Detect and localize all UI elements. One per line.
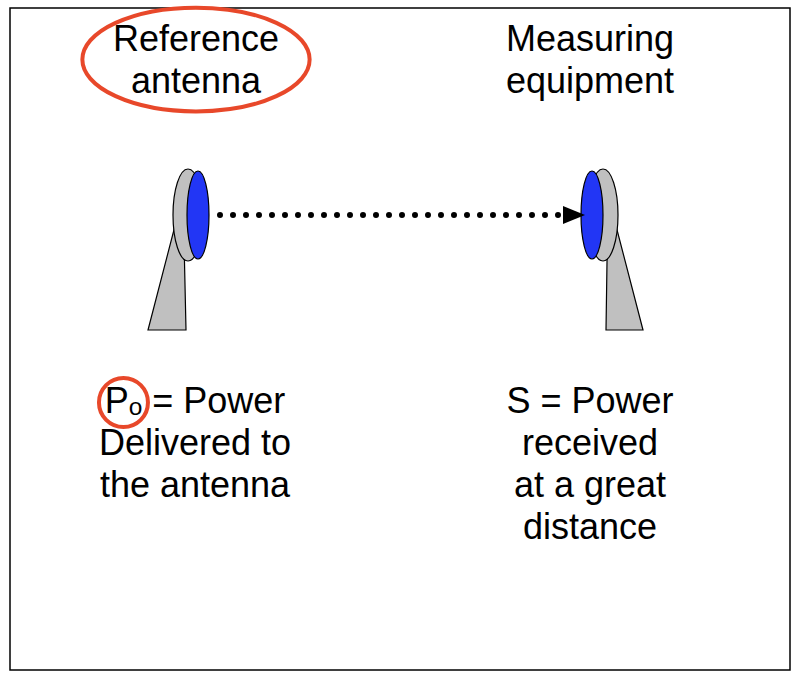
arrow-head	[563, 206, 585, 224]
antenna-node: Reference antennaPₒ = Power Delivered to…	[170, 168, 214, 330]
antenna-label: Measuring equipment	[490, 18, 690, 102]
power-description: Pₒ = Power Delivered to the antenna	[88, 380, 303, 506]
frame-border	[10, 8, 790, 670]
dotted-line	[220, 212, 563, 218]
power-description: S = Power received at a great distance	[504, 380, 676, 548]
antenna-node: Measuring equipmentS = Power received at…	[585, 168, 645, 330]
antenna-label: Reference antenna	[96, 18, 296, 102]
dish-front	[187, 171, 209, 259]
signal-arrow	[220, 206, 585, 224]
highlight-ellipse	[82, 8, 309, 112]
